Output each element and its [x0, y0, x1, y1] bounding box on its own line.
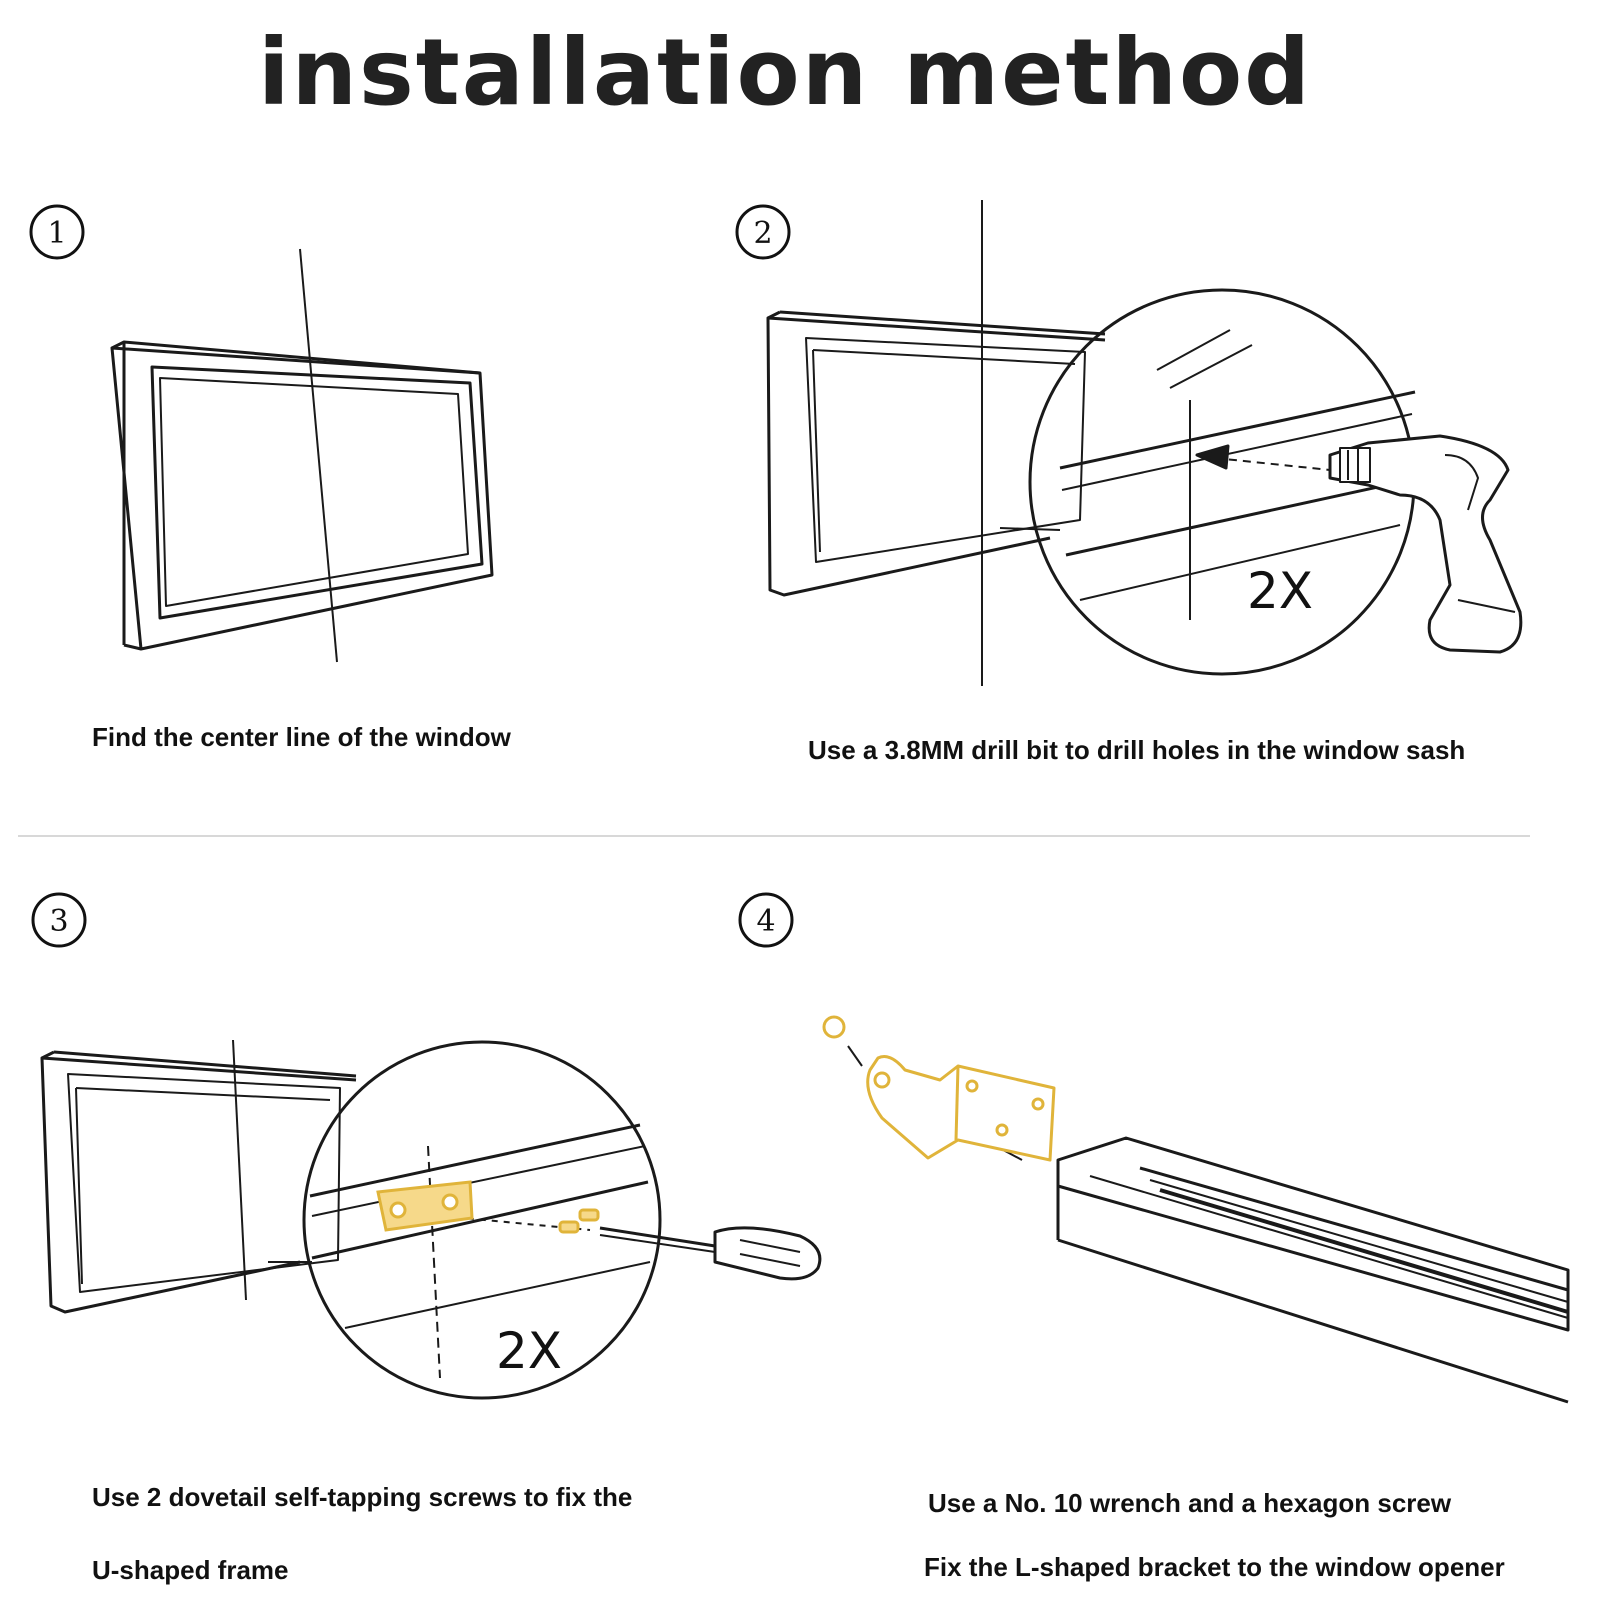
step-2-badge: 2: [735, 204, 791, 260]
step-1-number: 1: [47, 216, 66, 251]
step-4-caption-line-2: Fix the L-shaped bracket to the window o…: [924, 1552, 1505, 1582]
step-3-caption-line-2: U-shaped frame: [92, 1555, 289, 1585]
l-shaped-bracket: [822, 1015, 1056, 1162]
step-3-badge: 3: [31, 892, 87, 948]
step-3-callout: 2X: [496, 1322, 562, 1380]
hexagon-screw-icon: [822, 1015, 846, 1039]
center-line: [232, 1039, 247, 1301]
step-1-badge: 1: [29, 204, 85, 260]
step-2-callout: 2X: [1247, 562, 1313, 620]
step-2-caption: Use a 3.8MM drill bit to drill holes in …: [808, 735, 1466, 765]
step-4-caption-line-1: Use a No. 10 wrench and a hexagon screw: [928, 1488, 1452, 1518]
u-frame-bracket: [376, 1180, 600, 1234]
step-3-caption-line-1: Use 2 dovetail self-tapping screws to fi…: [92, 1482, 633, 1512]
step-2-number: 2: [753, 216, 772, 251]
step-1-caption: Find the center line of the window: [92, 722, 511, 752]
step-3-screw-illustration: [40, 1039, 822, 1400]
step-3-number: 3: [49, 904, 68, 939]
step-2-drill-illustration: [766, 200, 1523, 686]
center-line: [299, 248, 338, 663]
page-title: installation method: [257, 19, 1313, 126]
step-1-window-illustration: [110, 248, 494, 663]
step-4-badge: 4: [738, 892, 794, 948]
step-4-number: 4: [756, 904, 775, 939]
